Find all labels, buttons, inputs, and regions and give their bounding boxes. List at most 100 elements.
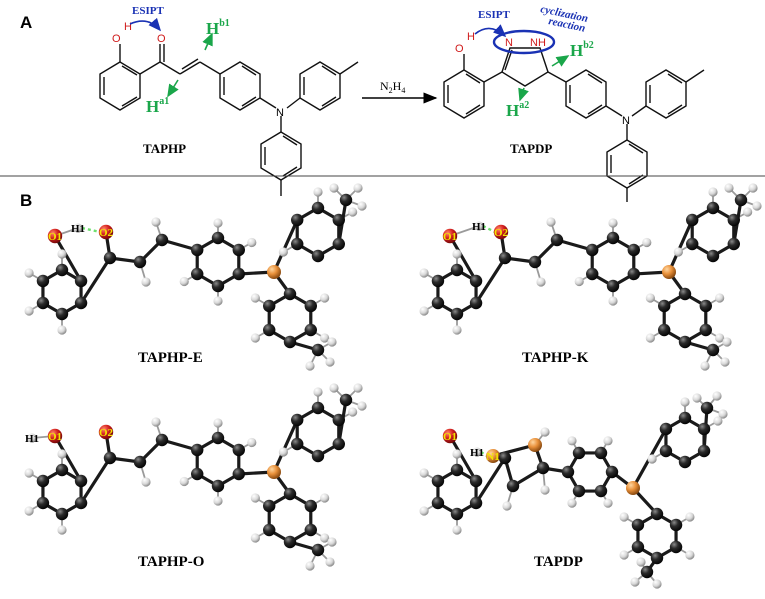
- oxygen-atom: [47, 428, 63, 444]
- tapdp-ha2-arrow: [518, 87, 529, 102]
- carbon-atom: [283, 535, 297, 549]
- carbon-atom: [263, 523, 276, 537]
- atom-label-h1: H1: [472, 221, 486, 233]
- carbon-atom: [678, 287, 692, 301]
- nitrogen-atom: [486, 449, 500, 463]
- hydrogen-atom: [647, 454, 657, 464]
- carbon-atom: [498, 251, 512, 265]
- oxygen-atom: [98, 224, 114, 240]
- taphp-o-label-1: O: [112, 33, 121, 45]
- nitrogen-atom: [528, 438, 542, 452]
- hydrogen-atom: [213, 218, 223, 228]
- hydrogen-atom: [325, 557, 335, 567]
- carbon-atom: [536, 461, 550, 475]
- hydrogen-atom: [213, 296, 223, 306]
- hydrogen-atom: [474, 221, 484, 231]
- bond: [667, 218, 694, 274]
- taphp-hb1-arrow: [202, 32, 213, 51]
- hydrogen-atom: [673, 247, 683, 257]
- hydrogen-atom: [608, 218, 618, 228]
- carbon-atom: [678, 411, 692, 425]
- atom-label-o1: O1: [443, 231, 457, 243]
- carbon-atom: [36, 274, 50, 288]
- hydrogen-atom: [652, 579, 662, 589]
- hydrogen-atom: [685, 512, 695, 522]
- carbon-atom: [211, 279, 225, 293]
- carbon-atom: [700, 401, 714, 415]
- hydrogen-atom: [57, 249, 67, 259]
- hydrogen-atom: [329, 183, 339, 193]
- carbon-atom: [594, 446, 608, 460]
- carbon-atom: [283, 487, 297, 501]
- carbon-atom: [469, 474, 483, 488]
- carbon-atom: [727, 213, 740, 227]
- carbon-atom: [74, 474, 88, 488]
- carbon-atom: [332, 237, 345, 251]
- tapdp-hb2-label: Hb2: [570, 40, 594, 60]
- carbon-atom: [450, 263, 464, 277]
- nitrogen-atom: [626, 481, 640, 495]
- carbon-atom: [431, 496, 445, 510]
- hydrogen-atom: [278, 247, 288, 257]
- panel-a: A: [20, 3, 705, 202]
- bond: [474, 456, 507, 505]
- hydrogen-atom: [722, 337, 732, 347]
- hydrogen-atom: [574, 276, 584, 287]
- carbon-atom: [431, 474, 445, 488]
- hydrogen-atom: [250, 293, 260, 303]
- carbon-atom: [450, 307, 464, 321]
- carbon-atom: [311, 449, 325, 463]
- carbon-atom: [606, 231, 620, 245]
- bond: [272, 218, 299, 274]
- carbon-atom: [304, 499, 317, 513]
- hydrogen-atom: [305, 561, 315, 571]
- hydrogen-atom: [743, 207, 753, 217]
- carbon-atom: [36, 296, 50, 310]
- carbon-atom: [586, 267, 599, 281]
- hydrogen-atom: [313, 387, 323, 397]
- carbon-atom: [706, 201, 720, 215]
- bond: [79, 456, 112, 505]
- carbon-atom: [561, 465, 575, 479]
- bond: [79, 256, 112, 305]
- hydrogen-atom: [325, 357, 335, 367]
- hydrogen-atom: [630, 577, 640, 587]
- hydrogen-atom: [718, 409, 728, 419]
- hydrogen-atom: [619, 550, 629, 560]
- carbon-atom: [640, 565, 654, 579]
- taphp-name: TAPHP: [143, 141, 186, 156]
- hydrogen-atom: [536, 277, 546, 287]
- carbon-atom: [263, 499, 276, 513]
- tapdp-o-label: O: [455, 43, 464, 55]
- atom-label-o1: O1: [443, 431, 457, 443]
- carbon-atom: [469, 296, 483, 310]
- carbon-atom: [263, 299, 276, 313]
- hydrogen-atom: [348, 407, 358, 417]
- taphp-n-label: N: [276, 107, 284, 119]
- hydrogen-atom: [724, 183, 734, 193]
- carbon-atom: [103, 251, 117, 265]
- nitrogen-atom: [267, 465, 281, 479]
- hydrogen-atom: [708, 187, 718, 197]
- hydrogen-bond-dash: [482, 224, 496, 234]
- taphp-ha1-arrow: [167, 79, 179, 98]
- taphp-hb1-label: Hb1: [206, 18, 230, 38]
- carbon-atom: [659, 444, 673, 458]
- carbon-atom: [697, 444, 711, 458]
- hydrogen-atom: [305, 361, 315, 371]
- hydrogen-atom: [452, 449, 462, 459]
- carbon-atom: [631, 518, 645, 532]
- hydrogen-bond-dash: [480, 451, 488, 457]
- carbon-atom: [594, 484, 608, 498]
- carbon-atom: [678, 335, 692, 349]
- carbon-atom: [659, 422, 673, 436]
- carbon-atom: [55, 307, 69, 321]
- nitrogen-atom: [267, 265, 281, 279]
- hydrogen-atom: [752, 201, 762, 211]
- carbon-atom: [55, 463, 69, 477]
- hydrogen-atom: [502, 501, 512, 511]
- carbon-atom: [699, 323, 712, 337]
- carbon-atom: [283, 287, 297, 301]
- carbon-atom: [74, 496, 88, 510]
- carbon-atom: [304, 323, 317, 337]
